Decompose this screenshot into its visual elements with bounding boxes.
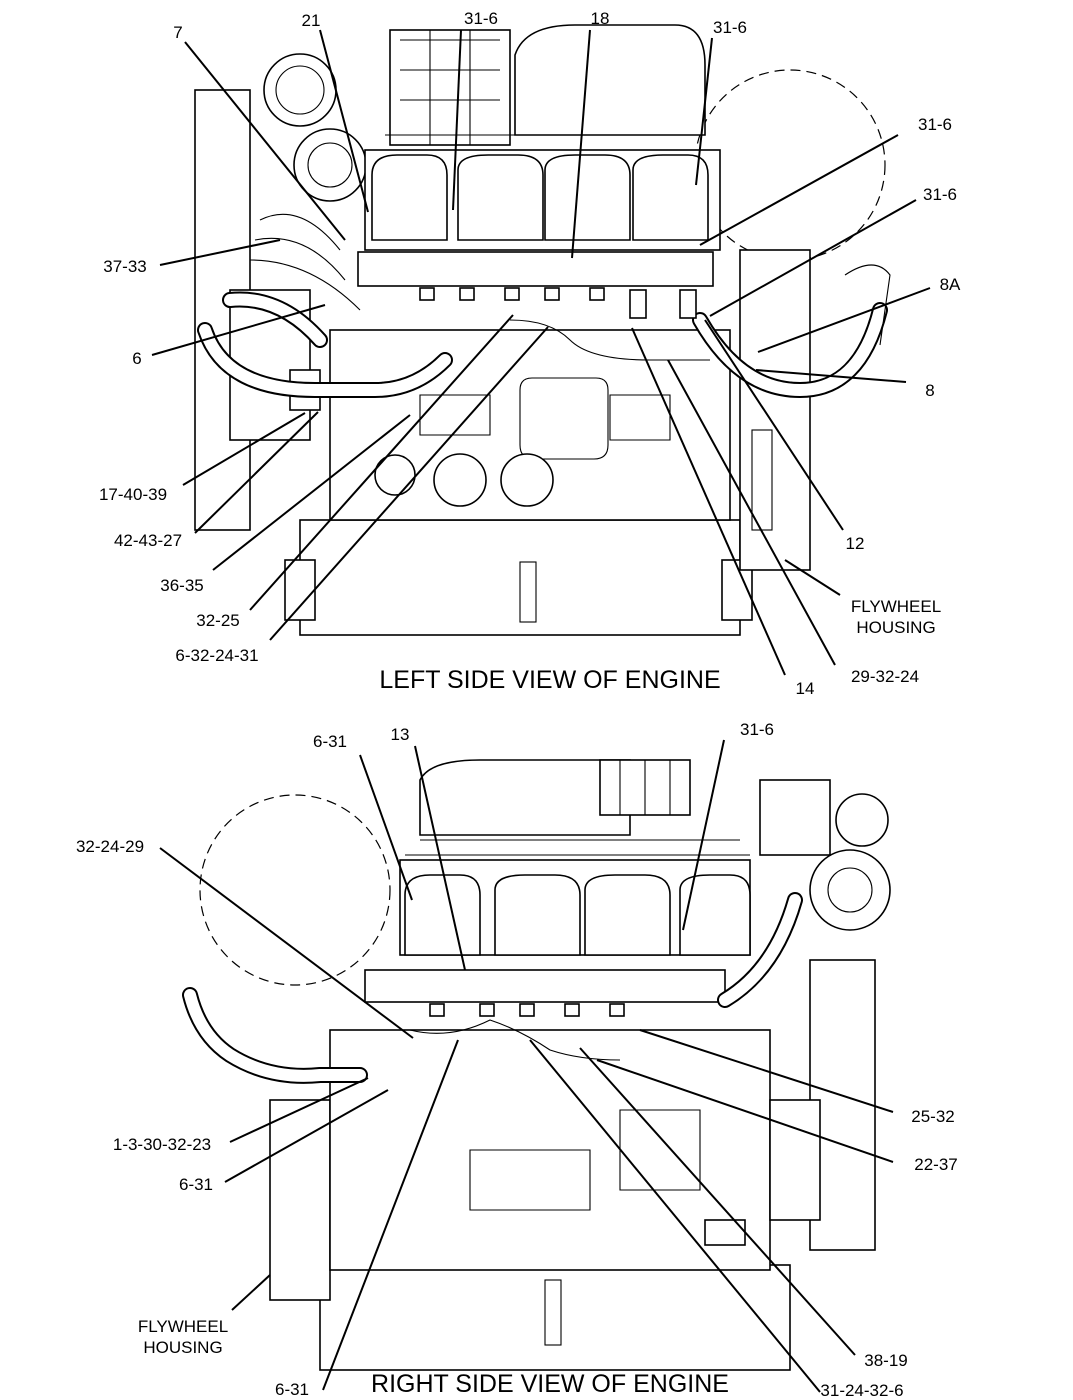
callout-6-31: 6-31 bbox=[313, 732, 347, 751]
callout-32-24-29: 32-24-29 bbox=[76, 837, 144, 856]
right-view-leader-lines bbox=[159, 739, 894, 1393]
callout-32-25: 32-25 bbox=[196, 611, 239, 630]
callout-8: 8 bbox=[925, 381, 934, 400]
callout-17-40-39: 17-40-39 bbox=[99, 485, 167, 504]
callout-31-6: 31-6 bbox=[713, 18, 747, 37]
callout-31-24-32-6: 31-24-32-6 bbox=[820, 1381, 903, 1400]
left-view-leader-lines bbox=[151, 29, 931, 676]
callout-31-6: 31-6 bbox=[740, 720, 774, 739]
callout-6-31: 6-31 bbox=[275, 1380, 309, 1399]
left-view-title: LEFT SIDE VIEW OF ENGINE bbox=[379, 666, 720, 694]
callout-31-6: 31-6 bbox=[918, 115, 952, 134]
callout-31-6: 31-6 bbox=[923, 185, 957, 204]
callout-18: 18 bbox=[591, 9, 610, 28]
left-side-engine-drawing bbox=[194, 24, 891, 636]
callout-13: 13 bbox=[391, 725, 410, 744]
callout-38-19: 38-19 bbox=[864, 1351, 907, 1370]
callout-6: 6 bbox=[132, 349, 141, 368]
callout-31-6: 31-6 bbox=[464, 9, 498, 28]
callout-7: 7 bbox=[173, 23, 182, 42]
flywheel-housing-label-line1: FLYWHEEL bbox=[138, 1317, 228, 1336]
right-side-engine-drawing bbox=[182, 759, 891, 1371]
callout-1-3-30-32-23: 1-3-30-32-23 bbox=[113, 1135, 211, 1154]
callout-6-32-24-31: 6-32-24-31 bbox=[175, 646, 258, 665]
callout-8a: 8A bbox=[940, 275, 961, 294]
flywheel-housing-label-line1: FLYWHEEL bbox=[851, 597, 941, 616]
callout-29-32-24: 29-32-24 bbox=[851, 667, 919, 686]
flywheel-housing-label-line2: HOUSING bbox=[143, 1338, 222, 1357]
callout-12: 12 bbox=[846, 534, 865, 553]
callout-6-31: 6-31 bbox=[179, 1175, 213, 1194]
callout-36-35: 36-35 bbox=[160, 576, 203, 595]
callout-14: 14 bbox=[796, 679, 815, 698]
callout-42-43-27: 42-43-27 bbox=[114, 531, 182, 550]
callout-25-32: 25-32 bbox=[911, 1107, 954, 1126]
callout-37-33: 37-33 bbox=[103, 257, 146, 276]
right-view-title: RIGHT SIDE VIEW OF ENGINE bbox=[371, 1370, 729, 1398]
callout-21: 21 bbox=[302, 11, 321, 30]
callout-22-37: 22-37 bbox=[914, 1155, 957, 1174]
flywheel-housing-label-line2: HOUSING bbox=[856, 618, 935, 637]
